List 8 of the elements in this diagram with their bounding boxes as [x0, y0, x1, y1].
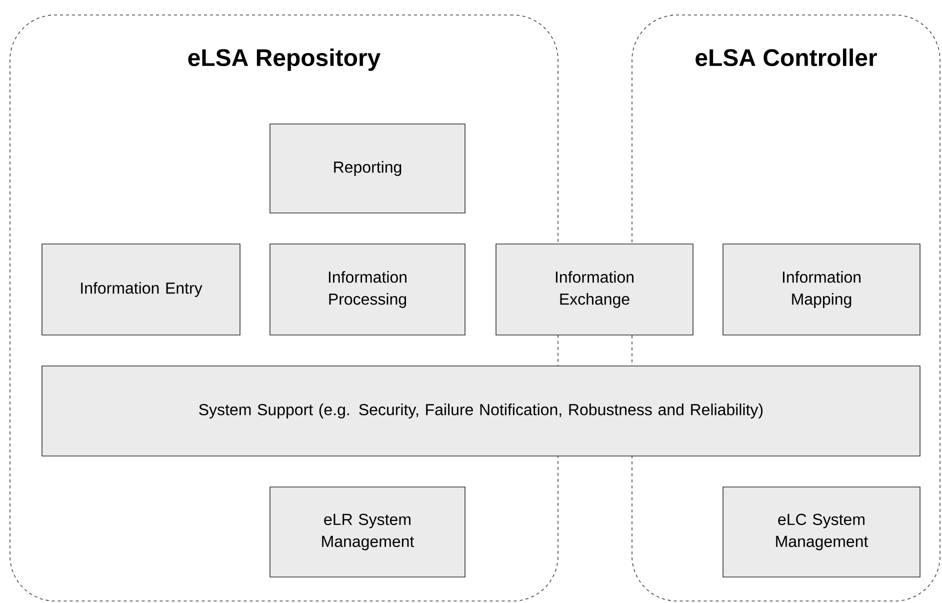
process-box: eLR System Management [270, 486, 466, 578]
process-box: Reporting [270, 124, 466, 214]
process-box: Information Processing [270, 244, 466, 336]
process-box: Information Mapping [722, 244, 920, 336]
process-box: System Support (e.g. Security, Failure Notification, Robustness and Reliability) [42, 366, 920, 456]
process-box: Information Entry [42, 244, 240, 336]
process-box: Information Exchange [496, 244, 694, 336]
process-box: eLC System Management [722, 486, 920, 578]
